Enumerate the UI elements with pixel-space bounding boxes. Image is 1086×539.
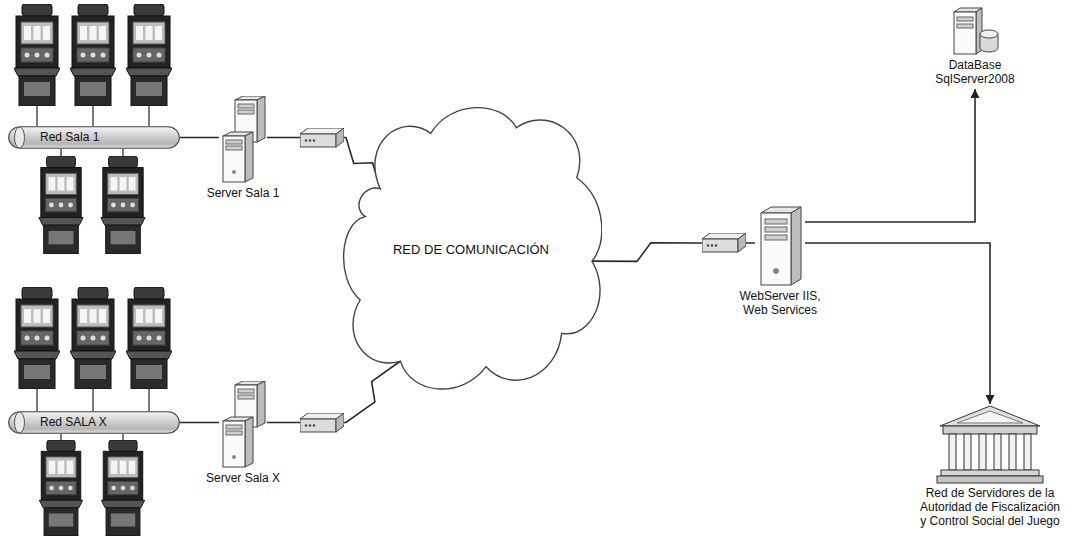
connector-line <box>180 137 219 139</box>
bank-symbol <box>937 406 1043 483</box>
db-icon <box>950 4 1000 56</box>
node-label: Red SALA X <box>40 411 107 434</box>
tower-icon <box>755 205 805 287</box>
connector-line <box>805 89 975 222</box>
slot-machine <box>70 4 116 106</box>
node-label: RED DE COMUNICACIÓN <box>393 243 549 257</box>
bank-icon <box>935 404 1045 484</box>
slot-machine <box>39 440 82 536</box>
slot-machine <box>101 440 144 536</box>
connector-line <box>180 422 219 424</box>
slot-machine <box>126 4 172 106</box>
network-pipe: Red SALA X <box>8 411 180 434</box>
authority-building: Red de Servidores de la Autoridad de Fis… <box>917 404 1064 531</box>
server-node: Server Sala 1 <box>201 96 285 203</box>
slot-machine <box>126 287 172 389</box>
server-node: Server Sala X <box>201 381 285 488</box>
tower-symbol <box>761 207 801 285</box>
webserver-node: WebServer IIS, Web Services <box>732 205 828 320</box>
slot-machine <box>14 287 60 389</box>
cloud-outline <box>344 108 602 389</box>
slot-machine <box>39 156 83 254</box>
modem-icon <box>300 128 344 147</box>
node-label: Red de Servidores de la Autoridad de Fis… <box>917 486 1064 528</box>
pipe-end <box>15 412 25 433</box>
network-cloud: RED DE COMUNICACIÓN <box>340 100 602 400</box>
slot-machine <box>101 156 145 254</box>
modem-icon <box>702 233 746 252</box>
server-symbol <box>223 381 265 467</box>
server-icon <box>219 96 267 184</box>
connector-line <box>805 243 990 404</box>
modem-icon <box>300 413 344 432</box>
database-node: DataBase SqlServer2008 <box>929 4 1021 89</box>
slot-machine <box>14 4 60 106</box>
node-label: WebServer IIS, Web Services <box>732 289 828 317</box>
pipe-end <box>15 127 25 148</box>
node-label: DataBase SqlServer2008 <box>929 58 1021 86</box>
server-icon <box>219 381 267 469</box>
pipe-body <box>9 412 180 434</box>
network-pipe: Red Sala 1 <box>8 126 180 149</box>
node-label: Server Sala X <box>201 471 285 485</box>
server-symbol <box>223 96 265 182</box>
machine-stubs <box>37 106 149 440</box>
pipe-body <box>9 127 180 149</box>
node-label: Red Sala 1 <box>40 126 99 149</box>
slot-machine <box>70 287 116 389</box>
node-label: Server Sala 1 <box>201 186 285 200</box>
db-symbol <box>954 8 998 54</box>
